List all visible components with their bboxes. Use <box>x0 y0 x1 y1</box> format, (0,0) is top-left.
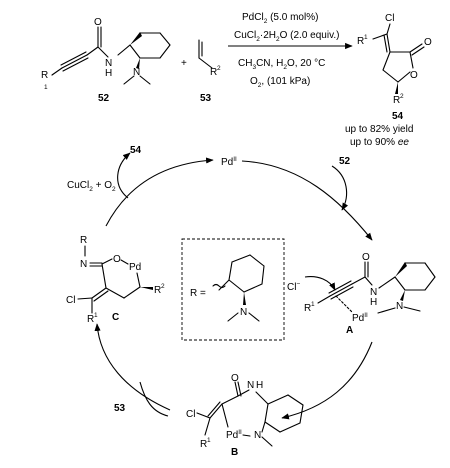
pd-b: PdII <box>226 429 242 441</box>
intermediate-a: Cl− R 1 O N H N PdII A <box>287 252 436 336</box>
carbonyl-oxygen-54: O <box>424 37 432 48</box>
r2-c: R <box>154 285 161 296</box>
intermediate-b: Cl R 1 PdII O N H N B <box>186 373 304 458</box>
amine-nitrogen-r: N <box>240 307 247 318</box>
nitrogen-b: N <box>247 380 254 391</box>
ee-note: up to 90% ee <box>350 137 409 148</box>
r2-superscript-54: 2 <box>400 93 404 100</box>
hydrogen-a: H <box>370 297 377 308</box>
reoxidant: CuCl2 + O2 <box>67 180 116 193</box>
carbonyl-oxygen-52: O <box>94 17 102 28</box>
label-52: 52 <box>98 93 110 104</box>
side-arrows <box>117 152 349 417</box>
amine-nitrogen-a: N <box>396 301 403 312</box>
yield-note: up to 82% yield <box>345 124 413 135</box>
cycle-arcs <box>94 157 373 420</box>
int-label-a: A <box>346 325 353 336</box>
r2-superscript-53: 2 <box>217 65 221 72</box>
alkene-53: R 2 53 <box>198 39 221 104</box>
r-definition-label: R = <box>190 288 206 299</box>
r-group-a: R <box>304 303 311 314</box>
substrate-52: O N H N R 1 52 <box>41 17 171 104</box>
intermediate-c: R N O Pd Cl R 1 R 2 C <box>66 235 165 325</box>
r2-superscript-c: 2 <box>161 283 165 290</box>
r-definition-box: R = N <box>181 238 285 341</box>
r-group-53: R <box>210 67 217 78</box>
plus-sign: + <box>181 58 187 69</box>
int-label-b: B <box>231 447 238 458</box>
product-54: Cl R 1 O O R 2 54 up to 82% yield up to … <box>345 13 432 148</box>
pd-ii-catalyst: PdII <box>221 156 237 168</box>
r1-superscript-52: 1 <box>44 84 48 91</box>
chloro-c: Cl <box>66 295 75 306</box>
r-group-c: R <box>80 235 87 246</box>
r1-superscript-c: 1 <box>94 312 98 319</box>
r-group-54: R <box>357 36 364 47</box>
condition-solvent: CH3CN, H2O, 20 °C <box>238 58 325 71</box>
r1-superscript-a: 1 <box>311 301 315 308</box>
amine-nitrogen-b: N <box>254 430 261 441</box>
cycle-label-52: 52 <box>339 156 351 167</box>
cycle-label-53: 53 <box>114 403 126 414</box>
condition-oxygen: O2, (101 kPa) <box>250 76 310 89</box>
chloro-54: Cl <box>385 13 394 24</box>
reaction-arrow: PdCl2 (5.0 mol%) CuCl2·2H2O (2.0 equiv.)… <box>228 12 353 89</box>
chloro-b: Cl <box>186 409 195 420</box>
amide-hydrogen-52: H <box>105 68 112 79</box>
label-53: 53 <box>200 93 212 104</box>
nitrogen-c: N <box>80 259 87 270</box>
amine-nitrogen-52: N <box>133 67 140 78</box>
pd-a: PdII <box>352 312 368 324</box>
amide-nitrogen-52: N <box>105 58 112 69</box>
cycle-label-54: 54 <box>130 145 142 156</box>
r-group-b: R <box>200 439 207 450</box>
r1-superscript-54: 1 <box>364 34 368 41</box>
chloride-ion: Cl− <box>287 281 300 293</box>
oxygen-b: O <box>231 373 239 384</box>
label-54: 54 <box>392 111 404 122</box>
r-group-52: R <box>41 70 48 81</box>
r2-group-54: R <box>393 95 400 106</box>
condition-catalyst: PdCl2 (5.0 mol%) <box>242 12 318 25</box>
hydrogen-b: H <box>256 380 263 391</box>
oxygen-a: O <box>362 252 370 263</box>
condition-oxidant: CuCl2·2H2O (2.0 equiv.) <box>234 30 339 43</box>
oxygen-c: O <box>113 254 121 265</box>
r1-superscript-b: 1 <box>207 437 211 444</box>
r1-c: R <box>87 314 94 325</box>
pd-c: Pd <box>129 262 141 273</box>
ring-oxygen-54: O <box>410 70 418 81</box>
int-label-c: C <box>112 312 119 323</box>
nitrogen-a: N <box>370 287 377 298</box>
